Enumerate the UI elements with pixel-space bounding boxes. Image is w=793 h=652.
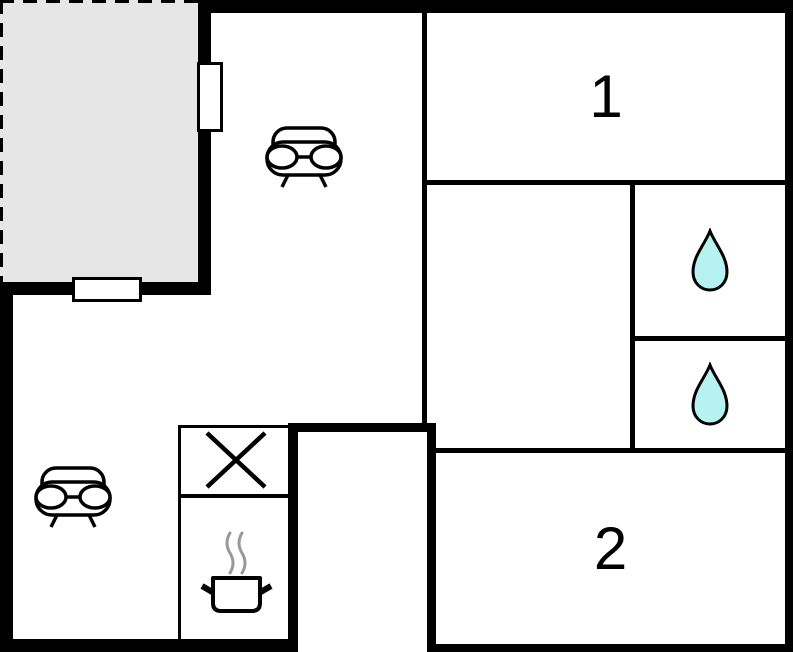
- room-1-label: 1: [589, 62, 623, 130]
- kitchen-counter-divider: [178, 494, 288, 498]
- wall-corridor-top: [288, 423, 436, 432]
- wall-room2-left: [427, 423, 436, 652]
- terrace-dashed-border: [0, 0, 211, 290]
- steam-line: [237, 531, 247, 575]
- wall-terrace-right: [198, 0, 211, 295]
- wall-outer-left: [0, 285, 13, 652]
- wall-bathrooms-left: [630, 180, 635, 453]
- wall-room2-top: [427, 448, 785, 453]
- hob-icon: [205, 431, 267, 489]
- room-2-label: 2: [593, 514, 628, 582]
- wall-room1-left: [422, 13, 427, 423]
- wall-outer-bottom-left: [0, 639, 298, 652]
- window-icon: [72, 277, 142, 302]
- wall-outer-bottom-right: [427, 644, 793, 652]
- wall-outer-top: [198, 0, 793, 13]
- wall-bathrooms-divider: [630, 336, 785, 341]
- water-drop-icon: [691, 362, 729, 426]
- water-drop-icon: [691, 228, 729, 292]
- steam-line: [225, 531, 235, 575]
- sofa-icon: [34, 466, 112, 528]
- wall-room1-bottom: [422, 180, 785, 185]
- terrace-area: [0, 0, 211, 295]
- cooking-pot-icon: [200, 531, 273, 613]
- sofa-icon: [265, 126, 343, 188]
- kitchen-counter-top: [178, 425, 288, 428]
- window-icon: [197, 62, 223, 132]
- kitchen-counter-left: [178, 425, 181, 639]
- wall-kitchen-right: [288, 423, 298, 652]
- wall-outer-right: [785, 0, 793, 652]
